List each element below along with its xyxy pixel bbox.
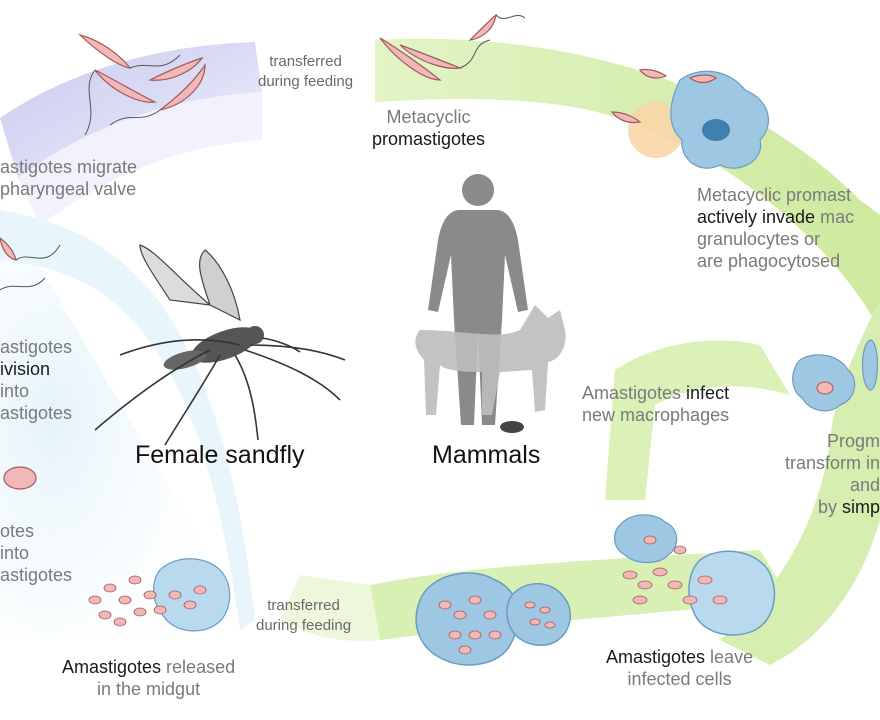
- invade-label: Metacyclic promast actively invade mac g…: [697, 184, 854, 272]
- flagella-top-left: [84, 54, 181, 136]
- macrophage-nucleus: [702, 119, 730, 141]
- sandfly-arc-light: [0, 200, 260, 640]
- flagella-left: [0, 244, 61, 291]
- mammal-arc-right: [720, 300, 880, 665]
- leave-label: Amastigotes leave infected cells: [606, 646, 753, 690]
- division-line3: into: [0, 381, 30, 401]
- otes-line2: into: [0, 543, 30, 563]
- metacyclic-line1: Metacyclic: [386, 107, 471, 127]
- flagella-top-center: [459, 14, 526, 69]
- dog-silhouette: [415, 305, 566, 415]
- transfer-top-line2: during feeding: [258, 73, 354, 90]
- granulocyte-orange: [628, 102, 684, 158]
- migrate-line2: pharyngeal valve: [0, 179, 137, 199]
- leave-line1: Amastigotes leave: [606, 646, 753, 668]
- infect-pre: Amastigotes: [582, 383, 687, 403]
- division-label: astigotes ivision into astigotes: [0, 336, 72, 424]
- promastigote-group-top-left: [77, 33, 206, 111]
- migrate-line1: astigotes migrate: [0, 157, 138, 177]
- released-line2: in the midgut: [97, 679, 201, 699]
- promastigote-group-top-right: [610, 68, 718, 124]
- progm-line1: Progm: [826, 431, 880, 451]
- transfer-label-top: transferred during feeding: [258, 52, 353, 92]
- released-rest: released: [161, 657, 236, 677]
- macrophage-right-edge: [861, 339, 879, 391]
- macrophage-bottom-right: [688, 550, 776, 636]
- transfer-bottom-line2: during feeding: [256, 617, 352, 634]
- infect-label: Amastigotes infect new macrophages: [582, 382, 729, 426]
- amastigotes-in-cells: [438, 535, 728, 655]
- migrate-label: astigotes migrate pharyngeal valve: [0, 156, 137, 200]
- otes-label: otes into astigotes: [0, 520, 72, 586]
- infected-macrophage-1: [415, 572, 520, 666]
- metacyclic-line2: promastigotes: [372, 129, 486, 149]
- progm-line4-pre: by: [817, 497, 842, 517]
- mammals-title: Mammals: [432, 441, 541, 469]
- transfer-bottom-line1: transferred: [267, 597, 340, 614]
- infected-macrophage-2: [506, 583, 571, 647]
- invade-line3: granulocytes or: [697, 229, 821, 249]
- infect-line2: new macrophages: [582, 405, 730, 425]
- amastigotes-released: [88, 575, 207, 627]
- progm-line4-bold: simp: [841, 497, 880, 517]
- sandfly-silhouette: [94, 244, 346, 446]
- otes-line3: astigotes: [0, 565, 73, 585]
- progm-line2: transform in: [784, 453, 880, 473]
- invade-line1: Metacyclic promast: [697, 185, 852, 205]
- infect-bold: infect: [686, 383, 730, 403]
- division-line2: ivision: [0, 359, 51, 379]
- infect-line1: Amastigotes infect: [582, 382, 729, 404]
- metacyclic-label: Metacyclic promastigotes: [372, 106, 485, 150]
- mammal-arc-inner: [605, 340, 790, 500]
- progm-line4: by simp: [785, 496, 880, 518]
- invade-rest: mac: [815, 207, 855, 227]
- released-label: Amastigotes released in the midgut: [62, 656, 235, 700]
- rodent-silhouette: [500, 421, 524, 433]
- mammal-arc-fade: [280, 575, 380, 641]
- leave-rest: leave: [705, 647, 754, 667]
- otes-line1: otes: [0, 521, 35, 541]
- progm-line3: and: [849, 475, 880, 495]
- sandfly-title: Female sandfly: [135, 441, 305, 469]
- invade-bold: actively invade: [697, 207, 816, 227]
- sandfly-arc-inner: [0, 210, 255, 630]
- released-line1: Amastigotes released: [62, 656, 235, 678]
- division-line1: astigotes: [0, 337, 73, 357]
- released-bold: Amastigotes: [62, 657, 162, 677]
- transfer-label-bottom: transferred during feeding: [256, 596, 351, 636]
- progm-label: Progm transform in and by simp: [785, 430, 880, 518]
- division-line4: astigotes: [0, 403, 73, 423]
- transfer-top-line1: transferred: [269, 53, 342, 70]
- mammal-arc-top: [375, 38, 880, 330]
- macrophage-right-small-nucleus: [816, 381, 834, 395]
- human-silhouette: [428, 174, 528, 425]
- leave-bold: Amastigotes: [606, 647, 706, 667]
- leave-line2: infected cells: [627, 669, 732, 689]
- amastigote-left: [3, 466, 37, 490]
- invade-line4: are phagocytosed: [697, 251, 841, 271]
- invade-line2: actively invade mac: [697, 206, 854, 228]
- sandfly-arc-purple-fade: [18, 92, 262, 225]
